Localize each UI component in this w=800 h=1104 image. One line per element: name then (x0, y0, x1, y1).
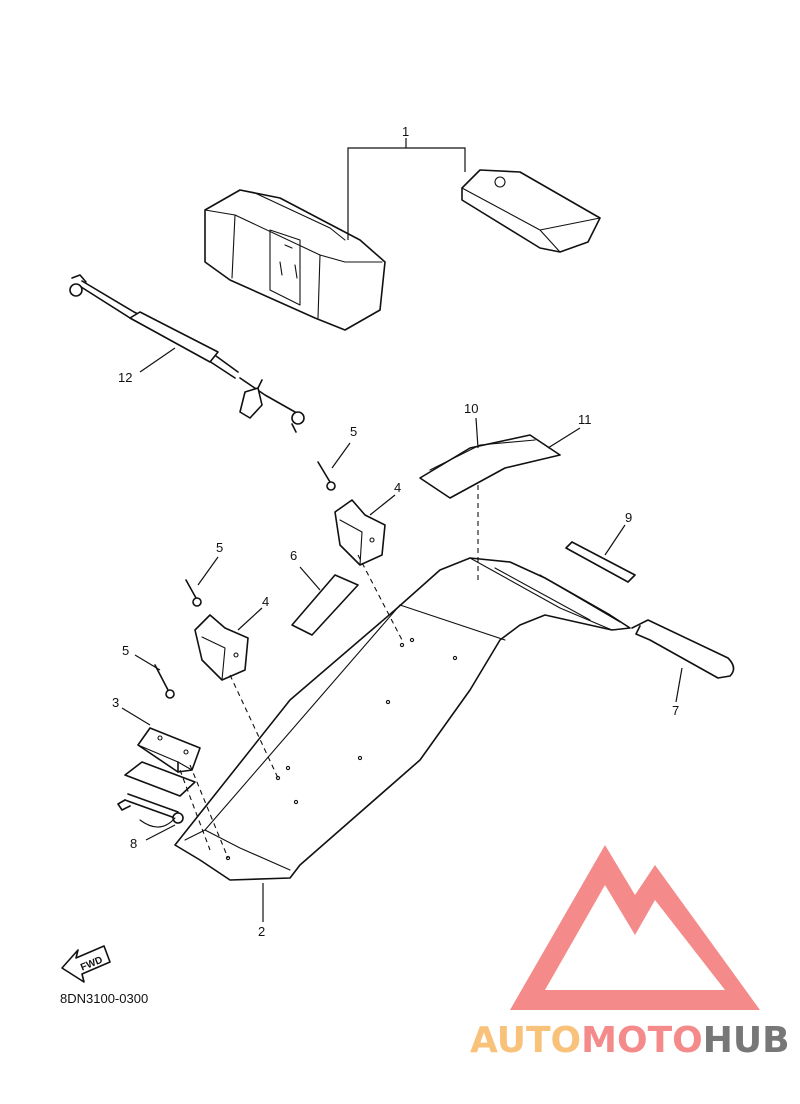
callout-7: 7 (672, 703, 679, 718)
wordmark-moto: MOTO (581, 1020, 703, 1061)
wordmark-auto: AUTO (470, 1020, 582, 1061)
callout-12: 12 (118, 370, 132, 385)
bracket-part-3 (124, 727, 201, 797)
callout-10-leader (475, 417, 479, 449)
automotohub-logo (510, 845, 760, 1010)
screw-part-5a (317, 461, 336, 491)
callout-8: 8 (130, 836, 137, 851)
callout-12-leader (139, 347, 176, 373)
callout-4a: 4 (394, 480, 401, 495)
screw-part-5b (185, 579, 202, 607)
alignment-lines (179, 485, 479, 859)
callout-10: 10 (464, 401, 478, 416)
callout-8-leader (145, 824, 176, 841)
callout-5c: 5 (122, 643, 129, 658)
callout-5b: 5 (216, 540, 223, 555)
clip-part-4a (334, 499, 386, 566)
callout-1: 1 (402, 124, 409, 139)
pin-part-8 (117, 793, 184, 828)
callout-9: 9 (625, 510, 632, 525)
callout-11-leader (547, 427, 581, 449)
automotohub-wordmark: AUTOMOTOHUB (470, 1020, 790, 1061)
rod-part-7 (631, 619, 735, 679)
callout-6: 6 (290, 548, 297, 563)
callout-4b: 4 (262, 594, 269, 609)
clip-part-4b (194, 614, 249, 681)
callout-5c-leader (134, 654, 161, 671)
drawing-code: 8DN3100-0300 (60, 991, 148, 1006)
helmet-cable-part-12 (69, 274, 305, 433)
callout-2: 2 (258, 924, 265, 939)
bar-part-9 (565, 541, 636, 583)
callout-5a-leader (331, 442, 351, 469)
label-part-6 (291, 574, 359, 636)
callout-4b-leader (237, 607, 263, 631)
callout-7-leader (675, 667, 683, 703)
callout-6-leader (299, 566, 321, 591)
callout-3-leader (121, 707, 151, 726)
callout-11: 11 (578, 412, 592, 427)
callout-1-leader (347, 147, 466, 240)
forward-arrow-icon: FWD (61, 945, 111, 983)
callout-3: 3 (112, 695, 119, 710)
callout-4a-leader (369, 494, 396, 516)
screw-part-5c (154, 664, 175, 699)
callout-5a: 5 (350, 424, 357, 439)
rear-fender-part-2 (174, 557, 631, 881)
wordmark-hub: HUB (702, 1020, 790, 1061)
callout-9-leader (604, 524, 626, 556)
decal-part-10-11 (419, 434, 561, 499)
callout-5b-leader (197, 556, 219, 586)
tool-bag-part-1 (204, 169, 601, 331)
